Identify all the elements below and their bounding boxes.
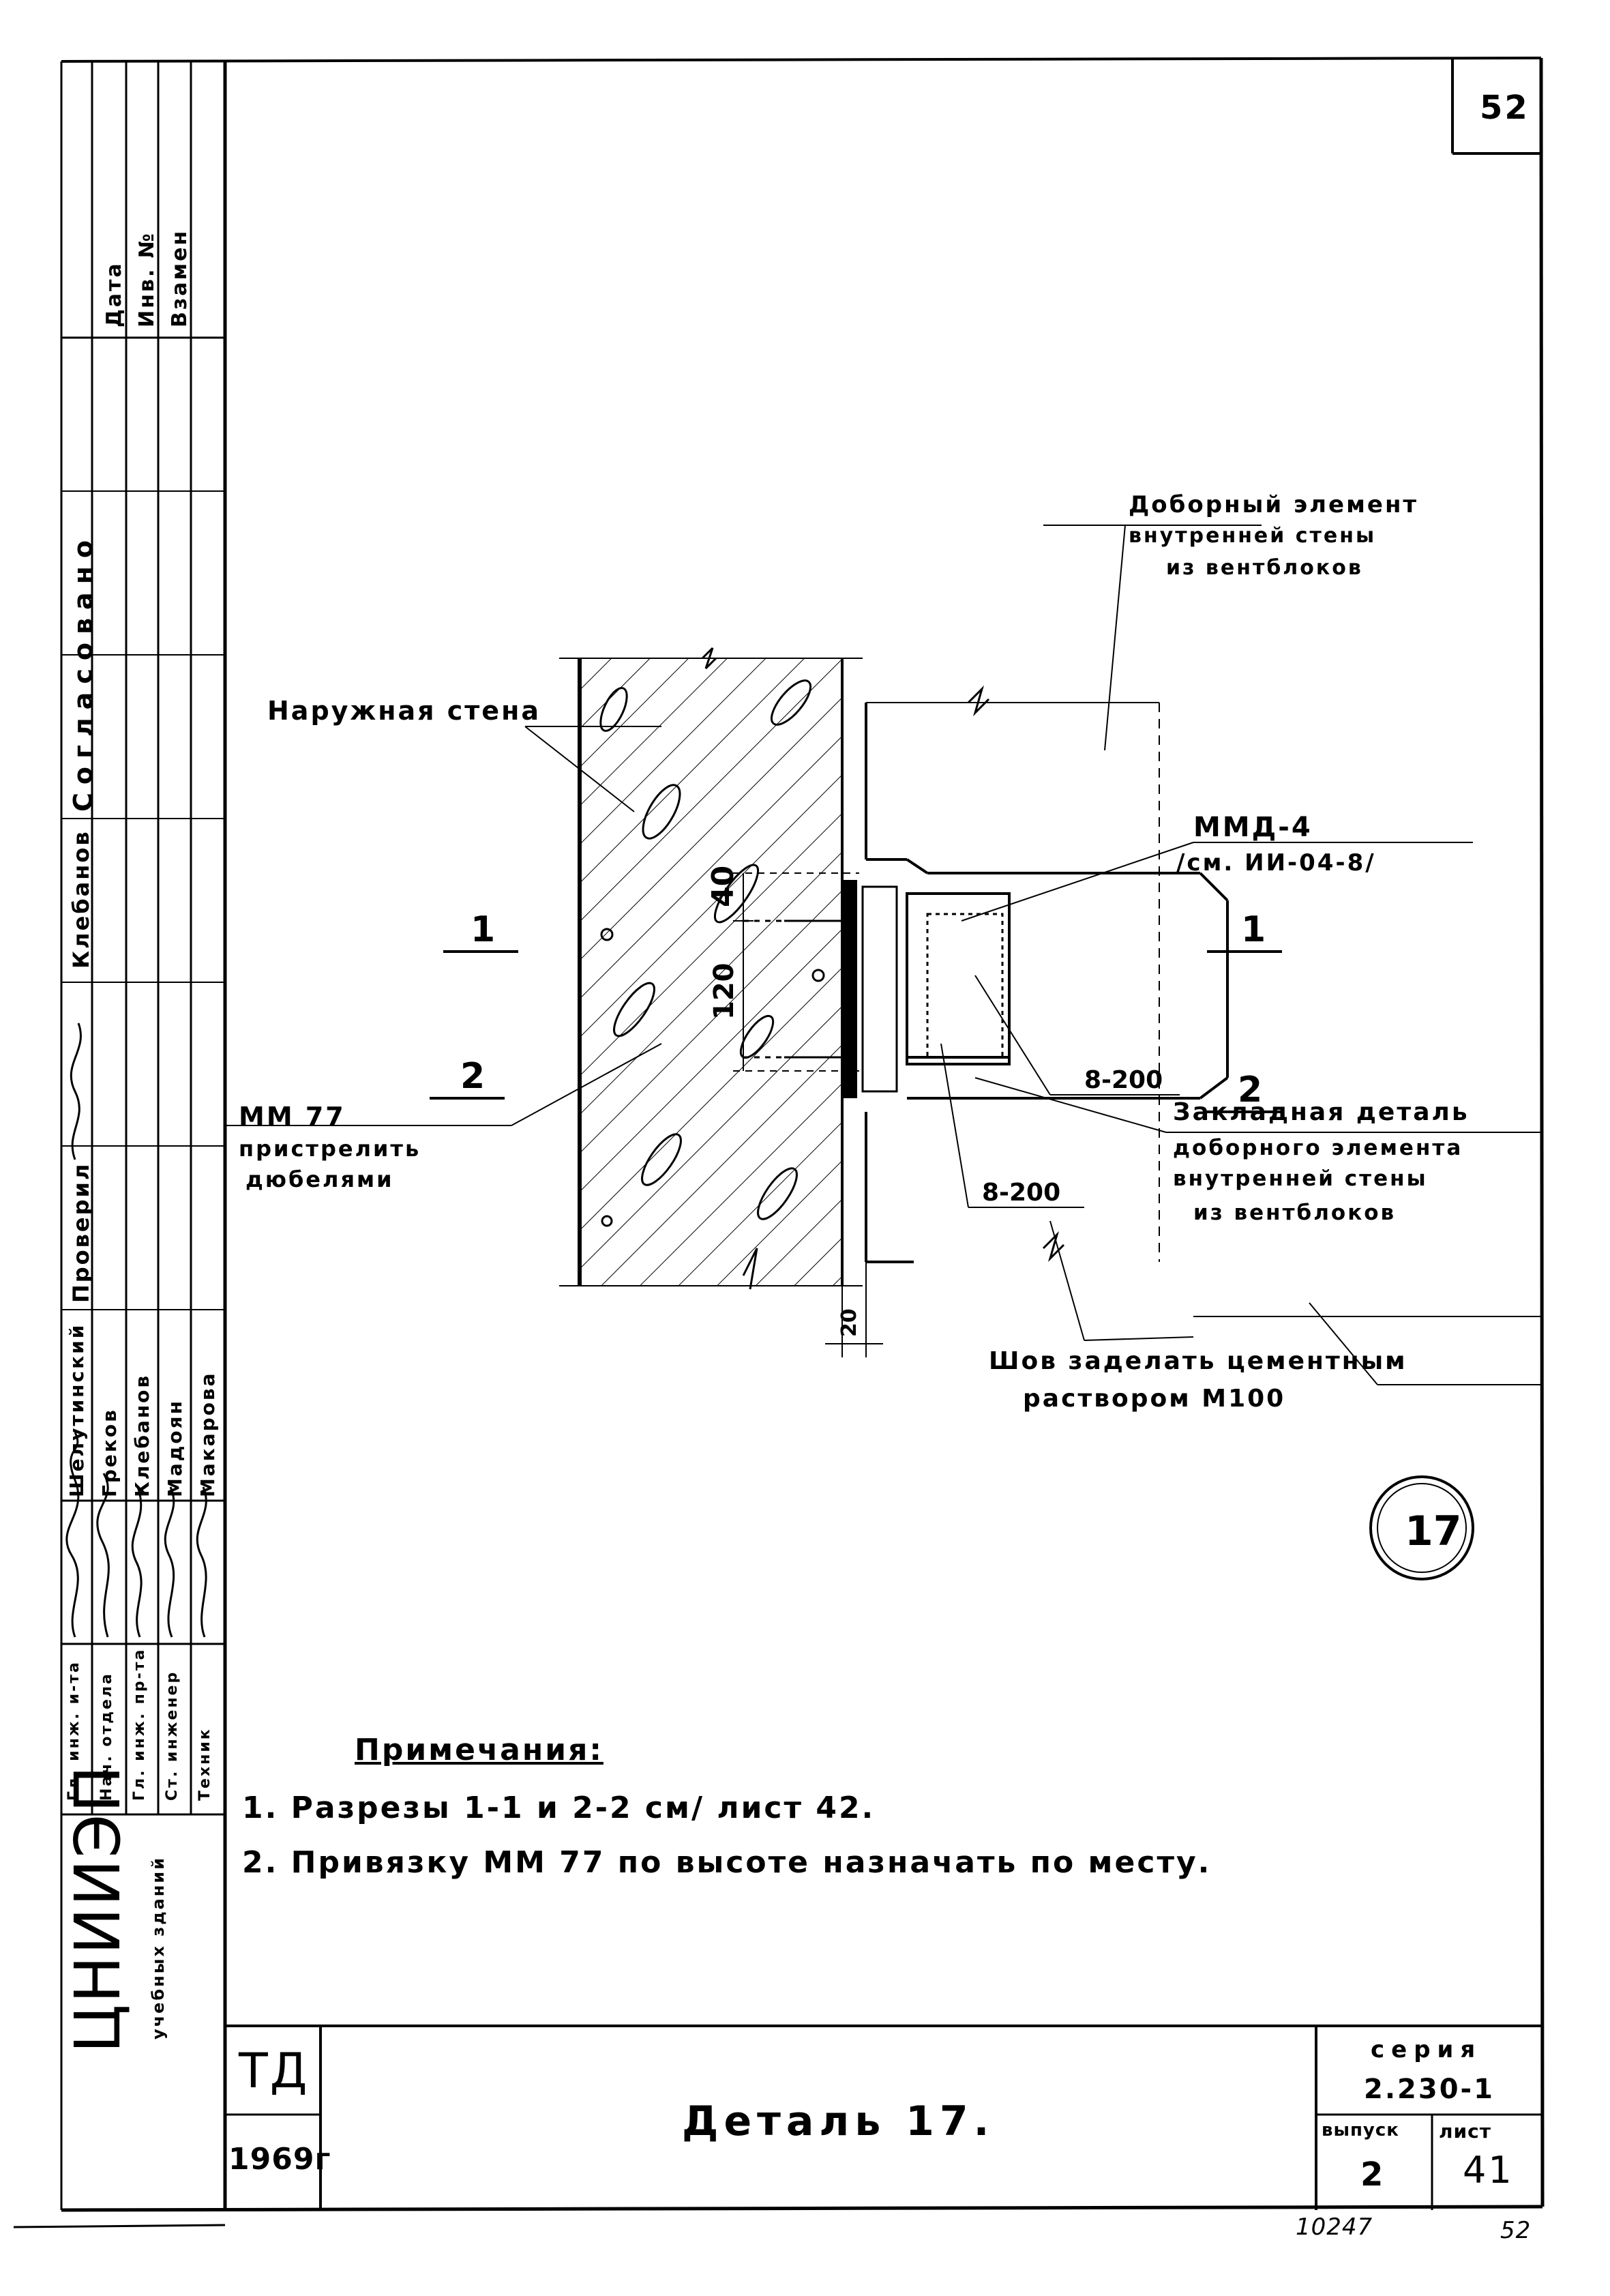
org-subtitle: учебных зданий bbox=[149, 1855, 168, 2040]
date-cell: Дата bbox=[102, 261, 126, 327]
label-mm77-line2: пристрелить bbox=[239, 1136, 421, 1162]
series-label: серия bbox=[1371, 2036, 1482, 2063]
agreed-label: Согласовано bbox=[68, 531, 98, 812]
series-value: 2.230-1 bbox=[1364, 2074, 1495, 2105]
agreed-name: Клебанов bbox=[68, 829, 94, 969]
label-embedded-1: Закладная деталь bbox=[1173, 1098, 1470, 1126]
note-1: 1. Разрезы 1-1 и 2-2 см/ лист 42. bbox=[242, 1791, 876, 1825]
weld-upper: 8-200 bbox=[1084, 1066, 1163, 1094]
label-embedded-2: доборного элемента bbox=[1173, 1136, 1463, 1160]
section-1-left: 1 bbox=[471, 909, 495, 950]
signatures bbox=[65, 1022, 207, 1638]
year: 1969г bbox=[228, 2142, 331, 2177]
detail-drawing: 40 120 20 1 1 2 2 bbox=[225, 525, 1541, 1580]
label-extra-element-2: внутренней стены bbox=[1129, 524, 1377, 548]
dim-120: 120 bbox=[709, 963, 740, 1020]
label-embedded-4: из вентблоков bbox=[1193, 1201, 1397, 1225]
label-seam-1: Шов заделать цементным bbox=[989, 1347, 1407, 1375]
label-extra-element-1: Доборный элемент bbox=[1129, 491, 1419, 518]
bottom-page-number: 52 bbox=[1500, 2217, 1532, 2244]
page-number: 52 bbox=[1480, 89, 1530, 127]
note-2: 2. Привязку ММ 77 по высоте назначать по… bbox=[242, 1845, 1212, 1880]
label-extra-element-3: из вентблоков bbox=[1166, 556, 1363, 580]
issue-label: выпуск bbox=[1322, 2120, 1399, 2140]
sheet-label: лист bbox=[1439, 2120, 1491, 2143]
issue-value: 2 bbox=[1360, 2155, 1386, 2194]
notes-title: Примечания: bbox=[355, 1733, 603, 1767]
dim-20: 20 bbox=[837, 1308, 861, 1337]
label-mm77: ММ 77 bbox=[239, 1102, 346, 1132]
section-1-right: 1 bbox=[1241, 909, 1266, 950]
weld-lower: 8-200 bbox=[982, 1179, 1060, 1207]
inv-number-cell: Инв. № bbox=[135, 231, 159, 327]
role-senior-engineer: Ст. инженер bbox=[164, 1670, 181, 1801]
section-2-left: 2 bbox=[460, 1056, 485, 1097]
section-2-right: 2 bbox=[1238, 1070, 1262, 1110]
drawing-title: Деталь 17. bbox=[682, 2098, 995, 2145]
label-mm77-line3: дюбелями bbox=[245, 1166, 394, 1192]
label-outer-wall: Наружная стена bbox=[267, 696, 541, 726]
label-embedded-3: внутренней стены bbox=[1173, 1166, 1428, 1191]
dim-40: 40 bbox=[706, 866, 741, 907]
role-technician: Техник bbox=[196, 1727, 213, 1801]
label-mmd: ММД-4 bbox=[1193, 812, 1313, 843]
detail-number: 17 bbox=[1405, 1507, 1462, 1555]
sheet-value: 41 bbox=[1463, 2149, 1514, 2192]
label-seam-2: раствором М100 bbox=[1023, 1385, 1286, 1413]
td-mark: ТД bbox=[239, 2043, 310, 2099]
label-mmd-ref: /см. ИИ-04-8/ bbox=[1176, 849, 1376, 877]
replaces-cell: Взамен bbox=[168, 229, 192, 327]
org-logo: ЦНИИЭП bbox=[61, 1764, 134, 2053]
archive-number: 10247 bbox=[1296, 2213, 1373, 2241]
